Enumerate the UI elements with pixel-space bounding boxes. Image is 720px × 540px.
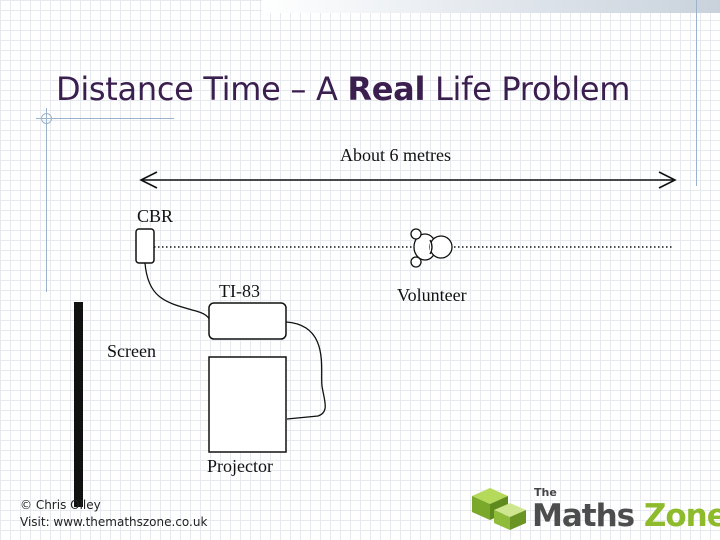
footer-credits: © Chris Olley Visit: www.themathszone.co… bbox=[20, 497, 207, 531]
logo-wordmark: Maths Zone bbox=[532, 498, 720, 534]
maths-zone-logo: The Maths Zone bbox=[468, 480, 720, 536]
cubes-logo-icon bbox=[472, 488, 526, 530]
volunteer-label: Volunteer bbox=[397, 285, 467, 305]
top-decorative-strip bbox=[262, 0, 720, 13]
title-bold-word: Real bbox=[347, 70, 426, 108]
website-text: Visit: www.themathszone.co.uk bbox=[20, 515, 208, 529]
distance-arrow bbox=[139, 171, 677, 189]
projector bbox=[208, 356, 287, 453]
title-prefix: Distance Time – A bbox=[56, 70, 348, 108]
cbr-label: CBR bbox=[137, 206, 173, 226]
cbr-to-calculator-cable bbox=[144, 262, 211, 325]
volunteer-figure bbox=[410, 228, 453, 268]
projection-screen bbox=[74, 302, 83, 507]
guide-line-vertical-left bbox=[46, 108, 47, 292]
cbr-sensor bbox=[135, 228, 155, 264]
calculator-label: TI-83 bbox=[219, 281, 260, 301]
guide-circle bbox=[41, 113, 52, 124]
copyright-text: © Chris Olley bbox=[20, 498, 101, 512]
distance-label: About 6 metres bbox=[340, 145, 451, 165]
logo-maths-text: Maths bbox=[532, 498, 635, 534]
guide-line-vertical-right bbox=[696, 0, 697, 186]
title-suffix: Life Problem bbox=[425, 70, 631, 108]
page-title: Distance Time – A Real Life Problem bbox=[56, 70, 630, 108]
logo-the-text: The bbox=[534, 486, 557, 499]
calculator-to-projector-cable bbox=[285, 321, 326, 420]
guide-line-horizontal-title bbox=[36, 118, 174, 119]
screen-label: Screen bbox=[107, 341, 156, 361]
logo-zone-text: Zone bbox=[643, 498, 720, 534]
projector-label: Projector bbox=[207, 456, 273, 476]
ti83-calculator bbox=[208, 302, 287, 340]
